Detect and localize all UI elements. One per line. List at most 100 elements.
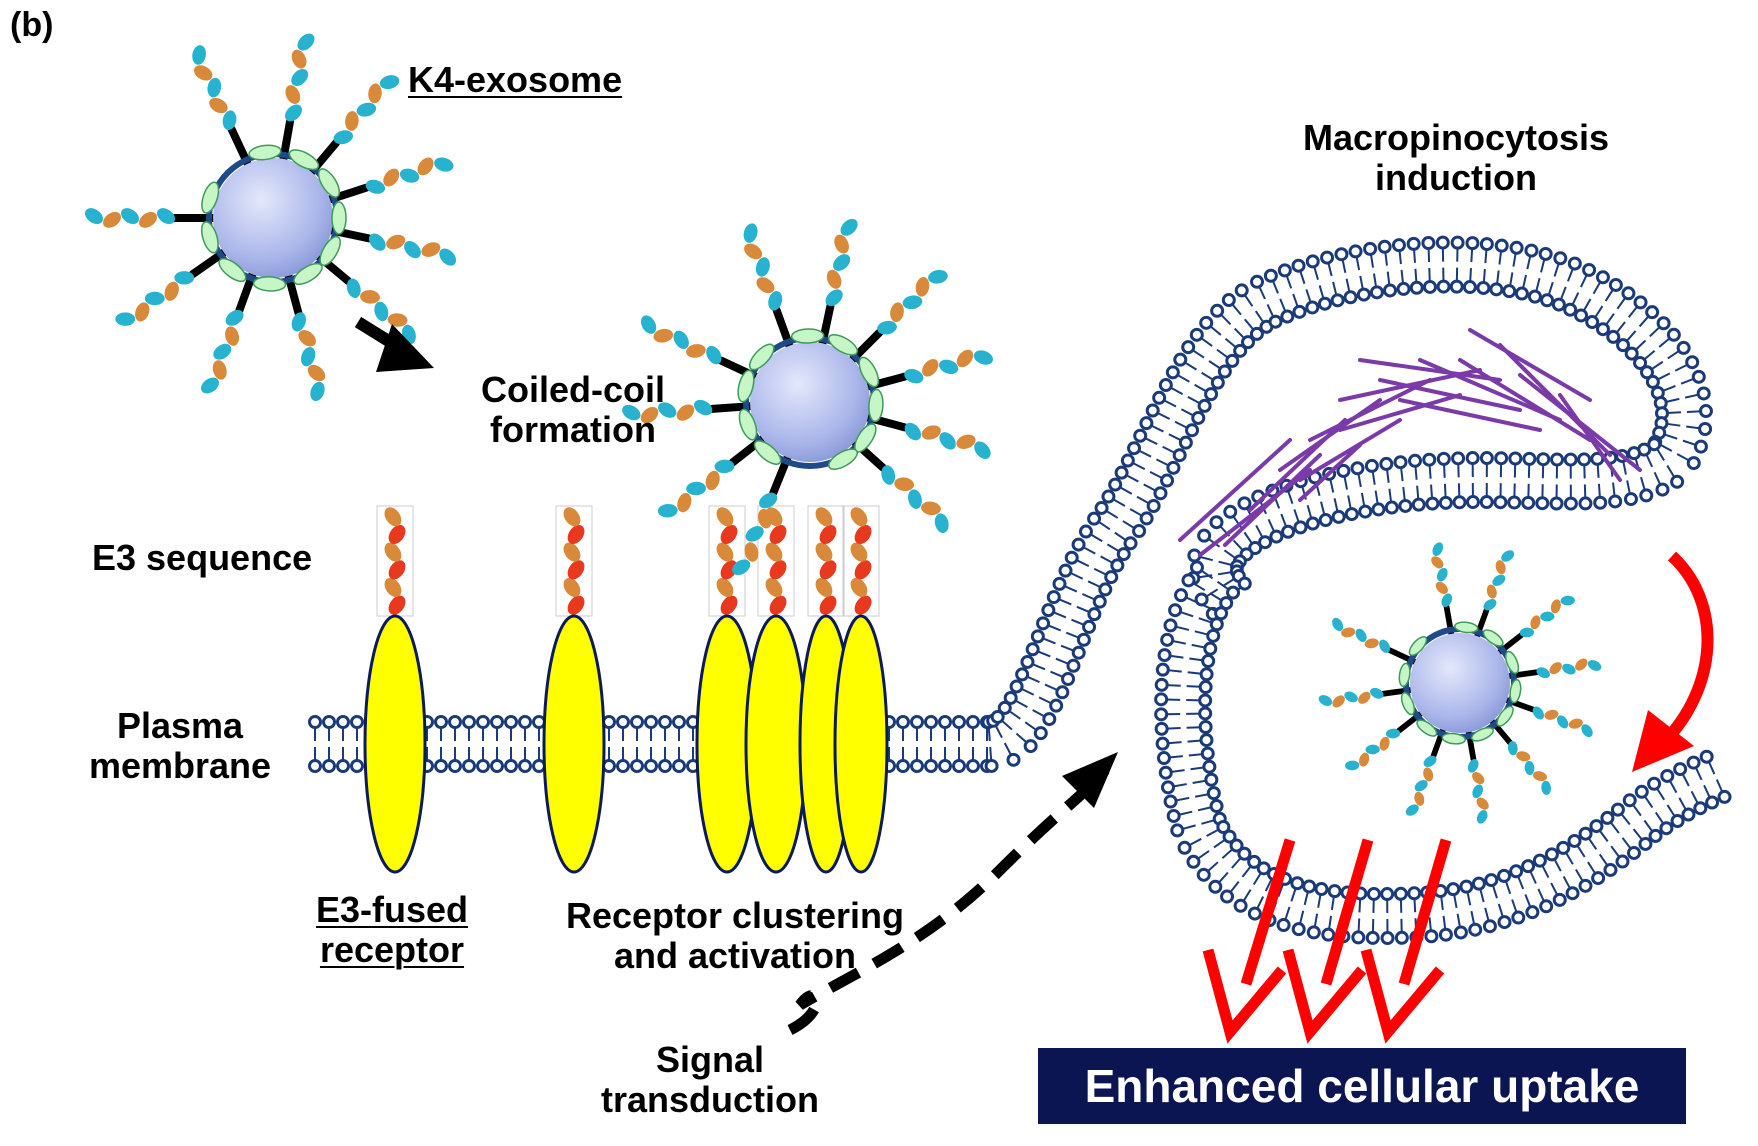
lipid-head bbox=[1698, 404, 1713, 419]
actin-filament bbox=[1458, 358, 1592, 442]
helix-turn bbox=[826, 269, 842, 289]
lipid-head bbox=[1479, 237, 1494, 252]
lipid-head bbox=[1177, 840, 1192, 855]
lipid-head bbox=[448, 759, 462, 773]
helix-turn bbox=[563, 507, 581, 527]
lipid-head bbox=[1615, 854, 1630, 869]
lipid-head bbox=[1450, 235, 1465, 250]
helix-turn bbox=[417, 157, 434, 176]
helix-turn bbox=[769, 560, 787, 580]
helix bbox=[192, 45, 237, 131]
lipid-tail bbox=[1575, 868, 1584, 883]
lipid-head bbox=[1633, 295, 1648, 310]
lipid-tail bbox=[1665, 397, 1680, 403]
membrane-protein bbox=[317, 168, 341, 198]
lipid-head bbox=[1237, 576, 1252, 591]
helix-turn bbox=[755, 257, 770, 277]
lipid-tail bbox=[1357, 473, 1362, 488]
lipid-head bbox=[1330, 293, 1345, 308]
helix bbox=[1332, 617, 1391, 653]
helix-turn bbox=[1432, 542, 1444, 556]
lipid-head bbox=[1409, 280, 1424, 295]
membrane-protein bbox=[827, 334, 859, 356]
lipid-head bbox=[1563, 452, 1578, 467]
lipid-head bbox=[1502, 284, 1517, 299]
membrane-protein bbox=[1453, 621, 1479, 634]
exosome-core bbox=[750, 342, 870, 462]
exosome-core bbox=[213, 158, 333, 278]
helix-turn bbox=[1365, 744, 1380, 755]
lipid-head bbox=[1369, 285, 1384, 300]
lipid-tail bbox=[1562, 875, 1572, 890]
lipid-tail bbox=[1645, 453, 1654, 468]
lipid-head bbox=[1233, 898, 1248, 913]
lipid-head bbox=[1189, 560, 1204, 575]
helix-turn bbox=[297, 33, 315, 51]
lipid-head bbox=[1493, 495, 1508, 510]
membrane-protein bbox=[858, 356, 880, 388]
helix-turn bbox=[1318, 695, 1333, 706]
lipid-head bbox=[434, 715, 448, 729]
lipid-tail bbox=[1686, 410, 1702, 413]
helix-turn bbox=[881, 465, 896, 485]
lipid-tail bbox=[1191, 349, 1205, 359]
lipid-tail bbox=[1653, 471, 1662, 486]
lipid-tail bbox=[1097, 520, 1111, 531]
lipid-tail bbox=[1166, 684, 1181, 687]
helix-turn bbox=[1332, 695, 1345, 708]
lipid-head bbox=[1076, 632, 1091, 647]
uptake-arrow-shaft bbox=[1240, 838, 1296, 986]
lipid-head bbox=[1170, 823, 1185, 838]
lipid-tail bbox=[1694, 766, 1703, 781]
lipid-tail bbox=[1170, 769, 1185, 774]
lipid-tail bbox=[1656, 372, 1671, 381]
helix-turn bbox=[1568, 718, 1583, 729]
helix-turn bbox=[854, 524, 872, 545]
lipid-head bbox=[1438, 495, 1453, 510]
helix-turn bbox=[388, 524, 406, 545]
lipid-head bbox=[1497, 915, 1512, 930]
lipid-head bbox=[1494, 451, 1509, 466]
k4-exosome-label: K4-exosome bbox=[408, 59, 623, 100]
uptake-arrow-head bbox=[1360, 948, 1445, 1044]
lipid-tail bbox=[1200, 569, 1214, 580]
lipid-tail bbox=[1222, 577, 1236, 587]
lipid-head bbox=[1550, 452, 1565, 467]
lipid-tail bbox=[1596, 463, 1600, 478]
helix-turn bbox=[333, 130, 353, 145]
lipid-head bbox=[1489, 282, 1504, 297]
lipid-tail bbox=[1042, 637, 1056, 645]
e3-sequence-label: E3 sequence bbox=[92, 537, 313, 578]
lipid-head bbox=[1574, 308, 1589, 323]
lipid-head bbox=[1479, 495, 1494, 510]
lipid-tail bbox=[1576, 844, 1586, 858]
lipid-tail bbox=[1003, 742, 1013, 756]
helix-turn bbox=[939, 432, 956, 450]
lipid-tail bbox=[1233, 327, 1246, 340]
lipid-head bbox=[1422, 279, 1437, 294]
lipid-head bbox=[1507, 495, 1522, 510]
lipid-tail bbox=[1175, 625, 1190, 631]
lipid-tail bbox=[1609, 821, 1620, 834]
helix-turn bbox=[356, 102, 377, 117]
helix-turn bbox=[1507, 740, 1518, 756]
lipid-tail bbox=[1634, 339, 1647, 351]
lipid-tail bbox=[1400, 269, 1405, 285]
helix-turn bbox=[854, 560, 872, 580]
lipid-head bbox=[1094, 500, 1109, 515]
lipid-head bbox=[1082, 619, 1097, 634]
lipid-head bbox=[1552, 892, 1567, 907]
helix-turn bbox=[1379, 736, 1390, 751]
lipid-tail bbox=[987, 726, 991, 742]
lipid-tail bbox=[1667, 349, 1681, 360]
helix bbox=[732, 492, 778, 576]
lipid-tail bbox=[1122, 520, 1136, 530]
lipid-head bbox=[1638, 836, 1653, 851]
lipid-head bbox=[1110, 558, 1125, 573]
lipid-head bbox=[1158, 378, 1173, 393]
lipid-head bbox=[1269, 529, 1284, 544]
lipid-tail bbox=[1187, 671, 1202, 675]
lipid-head bbox=[462, 759, 476, 773]
k4-exosome-internalized bbox=[1318, 542, 1602, 824]
